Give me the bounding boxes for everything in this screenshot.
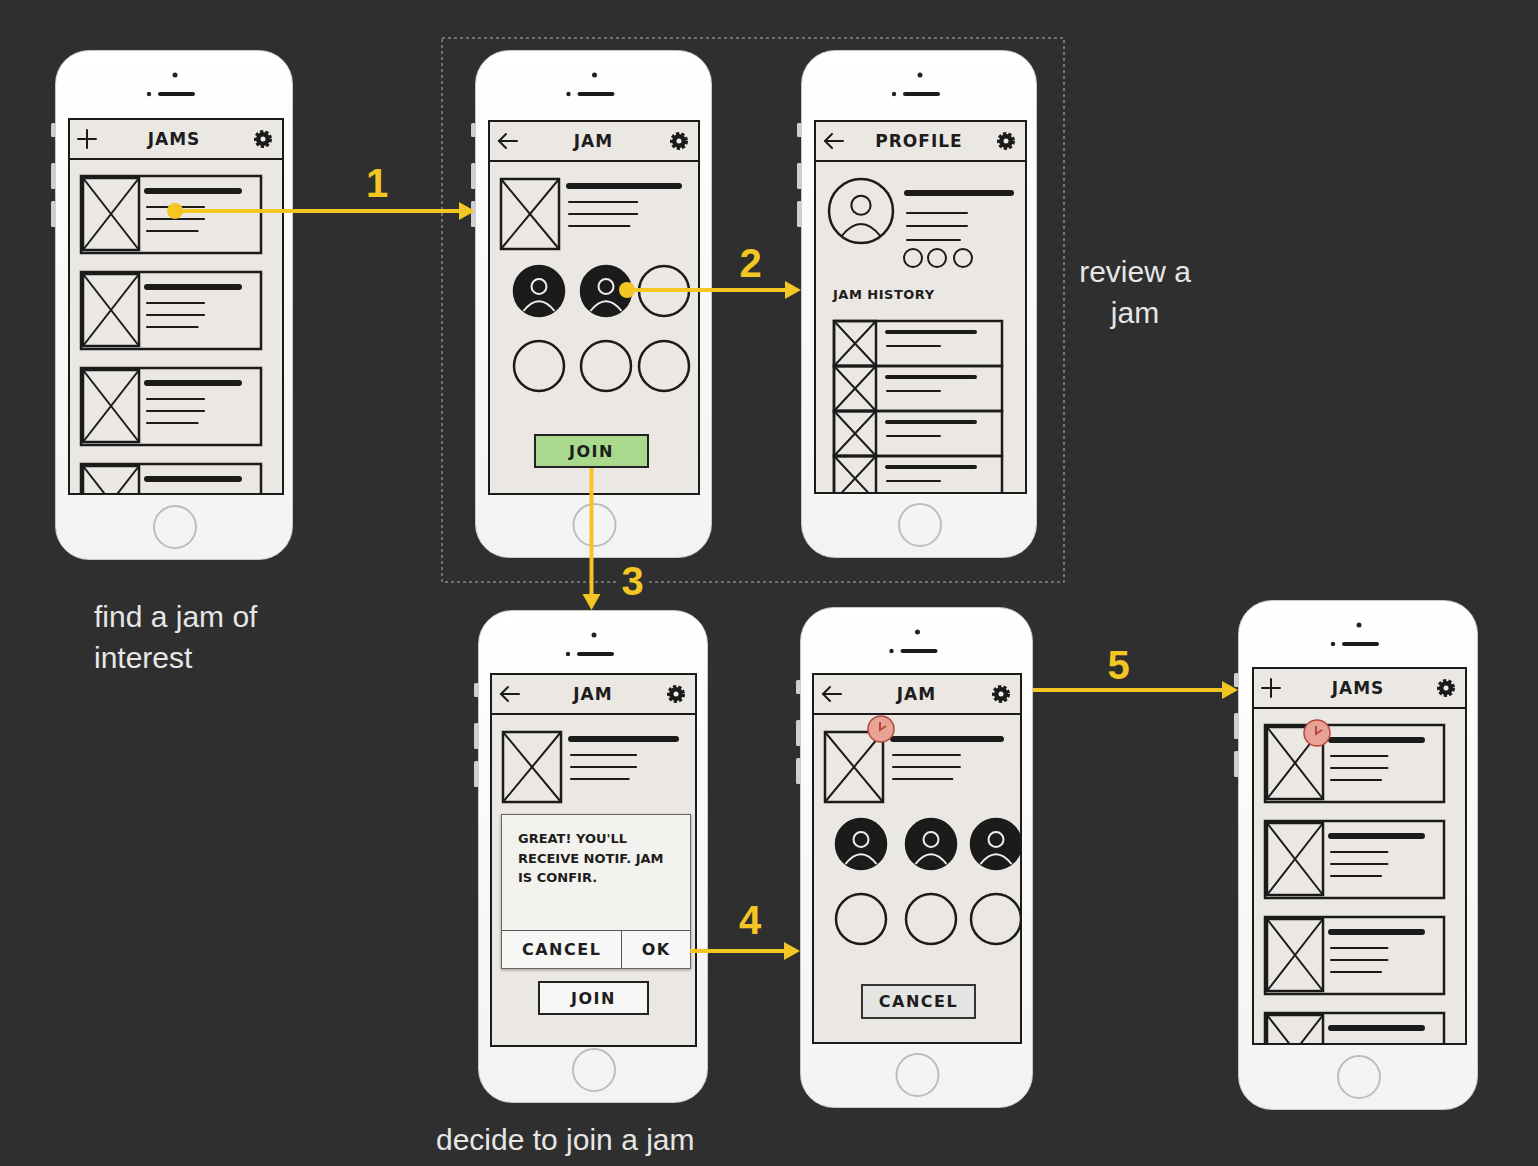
- flow-arrow: [293, 202, 475, 220]
- screen-title: JAMS: [56, 128, 292, 150]
- screen-title: JAM: [479, 683, 707, 705]
- join-button: JOIN: [534, 434, 649, 468]
- flow-arrow: [583, 468, 601, 610]
- button-label: GREAT! YOU'LL RECEIVE NOTIF. JAM IS CONF…: [502, 815, 690, 896]
- step-caption: decide to join a jam: [436, 1120, 766, 1161]
- flow-arrow: [1033, 681, 1238, 699]
- button-label: CANCEL: [879, 992, 958, 1011]
- arrowhead: [459, 202, 475, 220]
- ok-button: OK: [622, 930, 690, 968]
- step-number: 2: [736, 243, 764, 283]
- phone-illustration: [802, 51, 1038, 559]
- phone-screen: JAMS: [1238, 600, 1478, 1110]
- arrowhead: [784, 942, 800, 960]
- step-number: 5: [1104, 645, 1132, 685]
- phone-illustration: [801, 608, 1034, 1109]
- phone-screen: JAM JOIN: [475, 50, 712, 558]
- confirm-dialog: GREAT! YOU'LL RECEIVE NOTIF. JAM IS CONF…: [501, 814, 691, 969]
- step-number: 3: [618, 561, 646, 601]
- group-outline: [442, 38, 1064, 582]
- phone-screen: JAM CANCEL: [800, 607, 1033, 1108]
- arrowhead: [785, 281, 801, 299]
- arrowhead: [1222, 681, 1238, 699]
- cancel-button: CANCEL: [861, 984, 976, 1019]
- phone-screen: JAMS: [55, 50, 293, 560]
- button-label: CANCEL: [522, 940, 601, 959]
- button-label: JOIN: [571, 989, 616, 1008]
- cancel-button: CANCEL: [502, 930, 622, 968]
- tap-start: [619, 282, 713, 298]
- phone-screen: PROFILE JAM HISTORY: [801, 50, 1037, 558]
- flow-arrow: [690, 942, 800, 960]
- arrowhead: [583, 594, 601, 610]
- join-button: JOIN: [538, 981, 649, 1015]
- screen-title: JAMS: [1239, 677, 1477, 699]
- step-caption: find a jam of interest: [94, 597, 274, 679]
- screen-title: PROFILE: [802, 130, 1036, 152]
- button-label: JOIN: [569, 442, 614, 461]
- step-caption: review a jam: [1070, 252, 1200, 334]
- step-number: 1: [363, 163, 391, 203]
- phone-illustration: [476, 51, 713, 559]
- flow-arrow: [712, 281, 801, 299]
- section-heading: JAM HISTORY: [833, 287, 935, 302]
- button-label: OK: [642, 940, 671, 959]
- phone-illustration: [1239, 601, 1479, 1111]
- phone-screen: JAM GREAT! YOU'LL RECEIVE NOTIF. JAM IS C…: [478, 610, 708, 1103]
- screen-title: JAM: [476, 130, 711, 152]
- step-number: 4: [736, 900, 764, 940]
- phone-illustration: [56, 51, 294, 561]
- tap-start: [167, 203, 294, 219]
- screen-title: JAM: [801, 683, 1032, 705]
